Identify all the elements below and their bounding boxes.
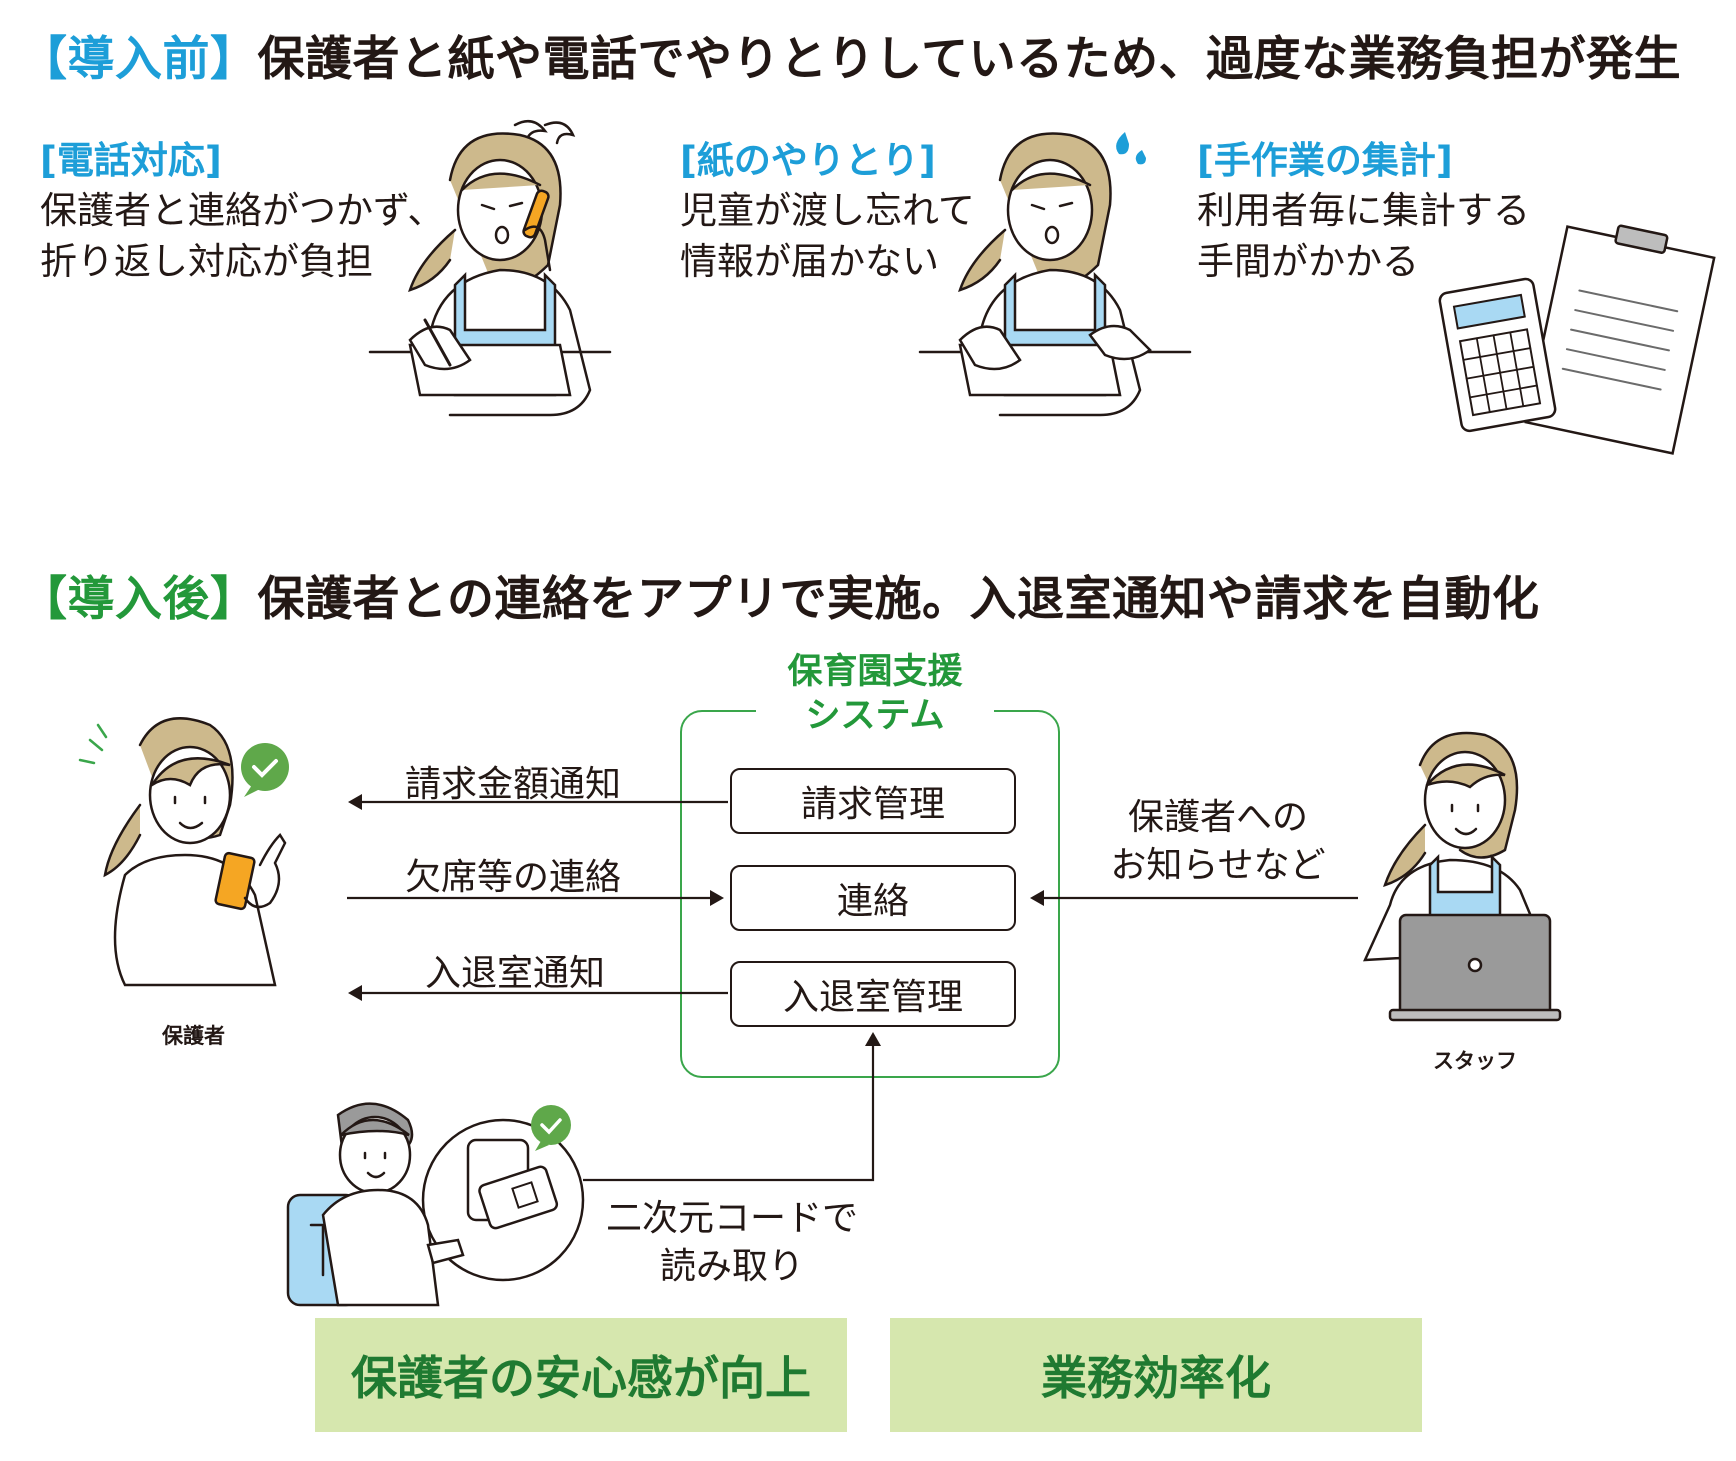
system-title: 保育園支援 システム <box>756 650 994 738</box>
after-heading: 【導入後】保護者との連絡をアプリで実施。入退室通知や請求を自動化 <box>20 560 1540 629</box>
result-efficiency: 業務効率化 <box>890 1318 1422 1432</box>
after-title: 保護者との連絡をアプリで実施。入退室通知や請求を自動化 <box>257 572 1540 627</box>
module-contact: 連絡 <box>730 865 1016 931</box>
staff-label: スタッフ <box>1433 1049 1517 1073</box>
label-qr-read: 二次元コードで 読み取り <box>605 1198 858 1287</box>
category-manual: [手作業の集計] <box>1197 139 1453 182</box>
category-phone: [電話対応] <box>40 139 222 182</box>
description-phone: 保護者と連絡がつかず、 折り返し対応が負担 <box>40 189 445 283</box>
before-title: 保護者と紙や電話でやりとりしているため、過度な業務負担が発生 <box>257 32 1682 87</box>
module-billing: 請求管理 <box>730 768 1016 834</box>
description-manual: 利用者毎に集計する 手間がかかる <box>1197 189 1530 283</box>
module-entry: 入退室管理 <box>730 961 1016 1027</box>
worker-sweat-illustration <box>918 132 1192 417</box>
guardian-label: 保護者 <box>162 1024 225 1048</box>
staff-illustration <box>1363 731 1562 1022</box>
calculator-clipboard-illustration <box>1438 224 1716 455</box>
before-heading: 【導入前】保護者と紙や電話でやりとりしているため、過度な業務負担が発生 <box>20 20 1681 89</box>
worker-phone-illustration <box>368 119 612 417</box>
label-entry-notice: 入退室通知 <box>425 953 606 994</box>
label-absence-contact: 欠席等の連絡 <box>405 857 622 898</box>
before-bracket: 【導入前】 <box>20 32 258 87</box>
label-staff-notice: 保護者への お知らせなど <box>1110 797 1326 886</box>
category-paper: [紙のやりとり] <box>680 139 936 182</box>
label-billing-notice: 請求金額通知 <box>405 764 622 805</box>
after-bracket: 【導入後】 <box>20 572 258 627</box>
guardian-illustration <box>78 717 289 987</box>
child-qr-illustration <box>286 1102 585 1307</box>
result-guardian-reassurance: 保護者の安心感が向上 <box>315 1318 847 1432</box>
description-paper: 児童が渡し忘れて 情報が届かない <box>680 189 975 283</box>
